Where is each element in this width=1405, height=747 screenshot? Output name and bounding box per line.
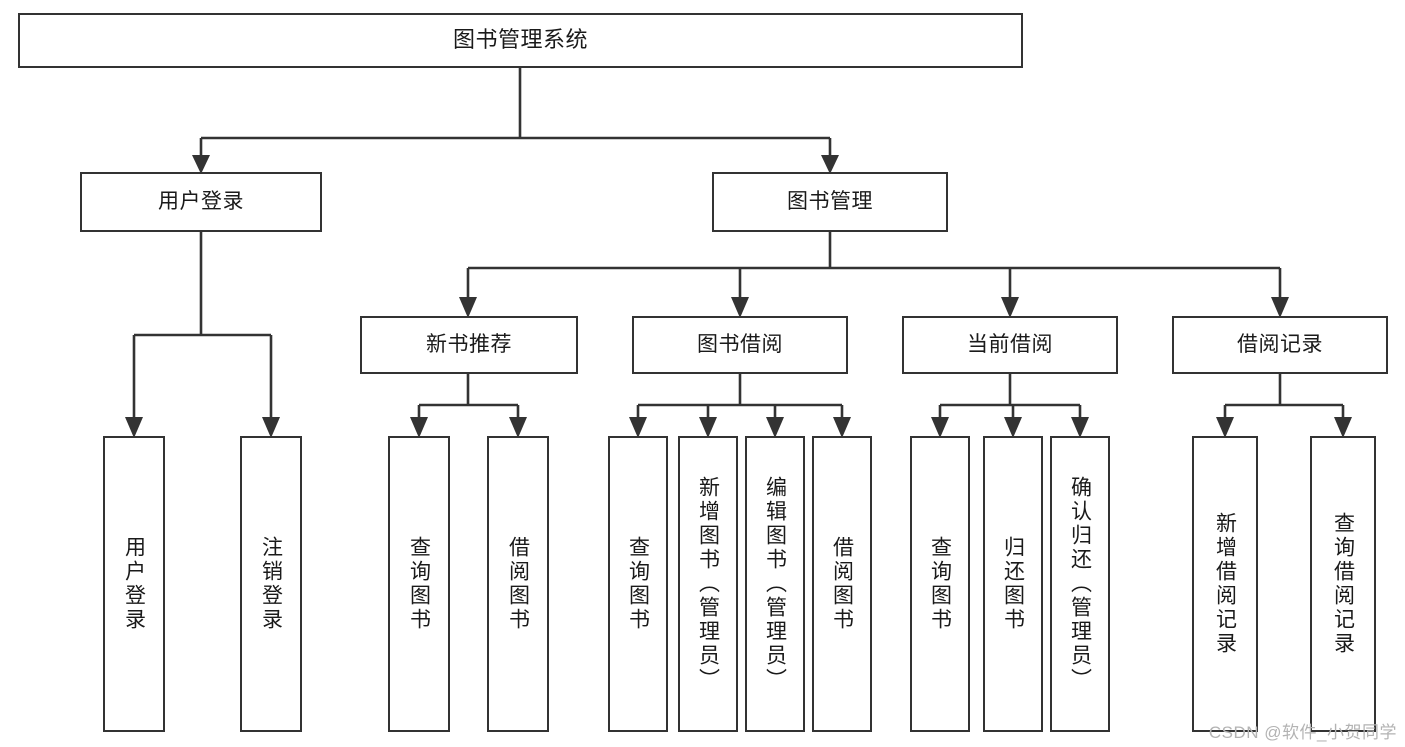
node-leaf-confirm-return-admin[interactable]: 确认归还（管理员） <box>1050 436 1110 732</box>
node-user-login[interactable]: 用户登录 <box>80 172 322 232</box>
node-leaf-query-borrow-record[interactable]: 查询借阅记录 <box>1310 436 1376 732</box>
node-leaf-borrow-book[interactable]: 借阅图书 <box>812 436 872 732</box>
node-new-book-recommend[interactable]: 新书推荐 <box>360 316 578 374</box>
node-label: 新增借阅记录 <box>1213 512 1237 656</box>
node-label: 用户登录 <box>158 190 244 214</box>
node-label: 借阅记录 <box>1237 333 1323 357</box>
node-current-borrow[interactable]: 当前借阅 <box>902 316 1118 374</box>
node-leaf-query-book-borrow[interactable]: 查询图书 <box>608 436 668 732</box>
node-label: 新增图书（管理员） <box>696 476 720 692</box>
node-leaf-add-borrow-record[interactable]: 新增借阅记录 <box>1192 436 1258 732</box>
connector-currentborrow-to-leaves <box>931 374 1089 438</box>
node-label: 当前借阅 <box>967 333 1053 357</box>
node-leaf-query-book-recommend[interactable]: 查询图书 <box>388 436 450 732</box>
connector-bookborrow-to-leaves <box>629 374 851 438</box>
node-label: 图书管理系统 <box>452 27 588 53</box>
node-label: 查询图书 <box>928 536 952 632</box>
connector-bookmanage-to-level3 <box>459 232 1289 318</box>
node-leaf-add-book-admin[interactable]: 新增图书（管理员） <box>678 436 738 732</box>
node-label: 查询借阅记录 <box>1331 512 1355 656</box>
node-root-system[interactable]: 图书管理系统 <box>18 13 1023 68</box>
node-label: 确认归还（管理员） <box>1068 476 1092 692</box>
node-book-borrow[interactable]: 图书借阅 <box>632 316 848 374</box>
watermark-text: CSDN @软件_小贺同学 <box>1208 723 1397 742</box>
node-label: 编辑图书（管理员） <box>763 476 787 692</box>
connector-userlogin-to-leaves <box>125 232 280 438</box>
connector-root-to-level2 <box>192 68 839 174</box>
node-label: 新书推荐 <box>426 333 512 357</box>
connector-borrowrecord-to-leaves <box>1216 374 1352 438</box>
node-label: 用户登录 <box>122 536 146 632</box>
node-leaf-borrow-book-recommend[interactable]: 借阅图书 <box>487 436 549 732</box>
node-borrow-record[interactable]: 借阅记录 <box>1172 316 1388 374</box>
node-label: 查询图书 <box>407 536 431 632</box>
node-leaf-query-book-current[interactable]: 查询图书 <box>910 436 970 732</box>
connector-newbook-to-leaves <box>410 374 527 438</box>
node-label: 借阅图书 <box>506 536 530 632</box>
node-label: 归还图书 <box>1001 536 1025 632</box>
node-leaf-user-login[interactable]: 用户登录 <box>103 436 165 732</box>
node-leaf-edit-book-admin[interactable]: 编辑图书（管理员） <box>745 436 805 732</box>
node-label: 图书借阅 <box>697 333 783 357</box>
node-label: 查询图书 <box>626 536 650 632</box>
node-label: 图书管理 <box>787 190 873 214</box>
node-leaf-return-book[interactable]: 归还图书 <box>983 436 1043 732</box>
node-leaf-user-logout[interactable]: 注销登录 <box>240 436 302 732</box>
node-book-manage[interactable]: 图书管理 <box>712 172 948 232</box>
node-label: 注销登录 <box>259 536 283 632</box>
node-label: 借阅图书 <box>830 536 854 632</box>
